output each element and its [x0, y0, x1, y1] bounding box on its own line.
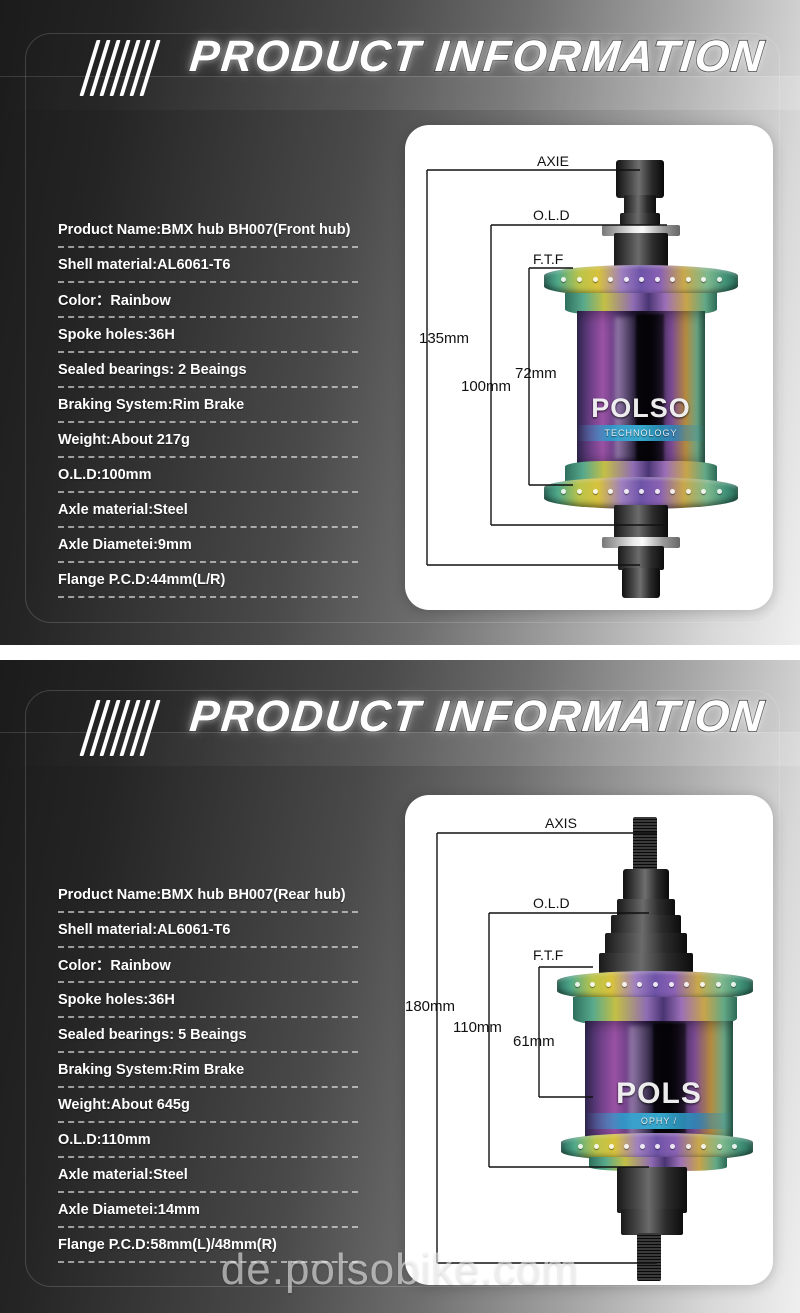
spec-text: Spoke holes:36H — [58, 991, 175, 1008]
front-hub-product-card: POLSO TECHNOLOGY — [405, 125, 773, 610]
spec-text: Spoke holes:36H — [58, 326, 175, 343]
spec-row: Product Name:BMX hub BH007(Front hub) — [58, 213, 358, 248]
callout-label-axis: AXIS — [545, 815, 577, 831]
spec-text: Flange P.C.D:44mm(L/R) — [58, 571, 226, 588]
rear-hub-dimension-drawing: AXIS O.L.D F.T.F 180mm 110mm 61mm — [405, 795, 773, 1285]
spec-text: Shell material:AL6061-T6 — [58, 256, 231, 273]
spec-text: Weight:About 645g — [58, 1096, 190, 1113]
panel-header: PRODUCT INFORMATION — [0, 0, 800, 110]
measure-label-old: 110mm — [453, 1019, 502, 1036]
hub-brand-band: OPHY / — [585, 1113, 733, 1129]
spec-text: Braking System:Rim Brake — [58, 1061, 245, 1078]
spec-text: Axle Diametei:9mm — [58, 536, 192, 553]
spec-row: Flange P.C.D:58mm(L)/48mm(R) — [58, 1228, 358, 1263]
hub-brand-band: TECHNOLOGY — [577, 425, 705, 441]
spec-row: Shell material:AL6061-T6 — [58, 248, 358, 283]
front-hub-spec-list: Product Name:BMX hub BH007(Front hub) Sh… — [58, 213, 358, 598]
spec-text: Product Name:BMX hub BH007(Rear hub) — [58, 886, 346, 903]
lower-flange — [544, 477, 738, 509]
spec-row: O.L.D:100mm — [58, 458, 358, 493]
spec-text: Color：Rainbow — [58, 293, 171, 309]
spec-row: O.L.D:110mm — [58, 1123, 358, 1158]
spec-row: Shell material:AL6061-T6 — [58, 913, 358, 948]
spec-row: Sealed bearings: 2 Beaings — [58, 353, 358, 388]
header-title: PRODUCT INFORMATION — [187, 691, 769, 742]
rear-hub-panel: PRODUCT INFORMATION Product Name:BMX hub… — [0, 660, 800, 1313]
spec-text: Axle Diametei:14mm — [58, 1201, 200, 1218]
spec-text: Braking System:Rim Brake — [58, 396, 245, 413]
spec-row: Color：Rainbow — [58, 948, 358, 983]
panel-header: PRODUCT INFORMATION — [0, 660, 800, 770]
callout-label-axis: AXIE — [537, 153, 569, 169]
spec-row: Weight:About 217g — [58, 423, 358, 458]
callout-label-old: O.L.D — [533, 895, 570, 911]
rear-hub-spec-list: Product Name:BMX hub BH007(Rear hub) She… — [58, 878, 358, 1263]
callout-label-old: O.L.D — [533, 207, 570, 223]
spec-row: Product Name:BMX hub BH007(Rear hub) — [58, 878, 358, 913]
spec-text: Weight:About 217g — [58, 431, 190, 448]
front-hub-dimension-drawing: AXIE O.L.D F.T.F 135mm 100mm 72mm — [405, 125, 773, 610]
spec-text: O.L.D:110mm — [58, 1131, 151, 1148]
front-hub-panel: PRODUCT INFORMATION Product Name:BMX hub… — [0, 0, 800, 645]
spec-text: Shell material:AL6061-T6 — [58, 921, 231, 938]
spec-row: Braking System:Rim Brake — [58, 1053, 358, 1088]
header-title: PRODUCT INFORMATION — [187, 31, 769, 82]
spec-text: Flange P.C.D:58mm(L)/48mm(R) — [58, 1236, 277, 1253]
rear-hub-image: POLS OPHY / — [405, 795, 773, 1285]
lower-flange — [561, 1133, 753, 1161]
spec-row: Axle material:Steel — [58, 1158, 358, 1193]
spec-text: Axle material:Steel — [58, 1166, 188, 1183]
measure-label-axis: 135mm — [419, 330, 470, 347]
measure-label-ftf: 72mm — [515, 365, 557, 382]
upper-flange — [557, 971, 753, 1001]
spec-text: Product Name:BMX hub BH007(Front hub) — [58, 221, 351, 238]
spec-row: Color：Rainbow — [58, 283, 358, 318]
hub-sub-brand-text: TECHNOLOGY — [604, 428, 678, 438]
spec-row: Weight:About 645g — [58, 1088, 358, 1123]
spec-text: Axle material:Steel — [58, 501, 188, 518]
spec-row: Braking System:Rim Brake — [58, 388, 358, 423]
front-hub-image: POLSO TECHNOLOGY — [405, 125, 773, 610]
spec-row: Spoke holes:36H — [58, 318, 358, 353]
spec-text: O.L.D:100mm — [58, 466, 152, 483]
callout-label-ftf: F.T.F — [533, 251, 564, 267]
spec-text: Color：Rainbow — [58, 958, 171, 974]
hub-sub-brand-text: OPHY / — [640, 1116, 678, 1126]
spec-row: Sealed bearings: 5 Beaings — [58, 1018, 358, 1053]
measure-label-axis: 180mm — [405, 998, 456, 1015]
spec-row: Axle Diametei:14mm — [58, 1193, 358, 1228]
measure-label-old: 100mm — [461, 378, 512, 395]
measure-label-ftf: 61mm — [513, 1033, 555, 1050]
rear-hub-product-card: POLS OPHY / — [405, 795, 773, 1285]
upper-flange — [544, 265, 738, 297]
callout-label-ftf: F.T.F — [533, 947, 564, 963]
spec-row: Axle material:Steel — [58, 493, 358, 528]
spec-text: Sealed bearings: 2 Beaings — [58, 361, 247, 378]
spec-row: Flange P.C.D:44mm(L/R) — [58, 563, 358, 598]
spec-row: Spoke holes:36H — [58, 983, 358, 1018]
spec-text: Sealed bearings: 5 Beaings — [58, 1026, 247, 1043]
spec-row: Axle Diametei:9mm — [58, 528, 358, 563]
